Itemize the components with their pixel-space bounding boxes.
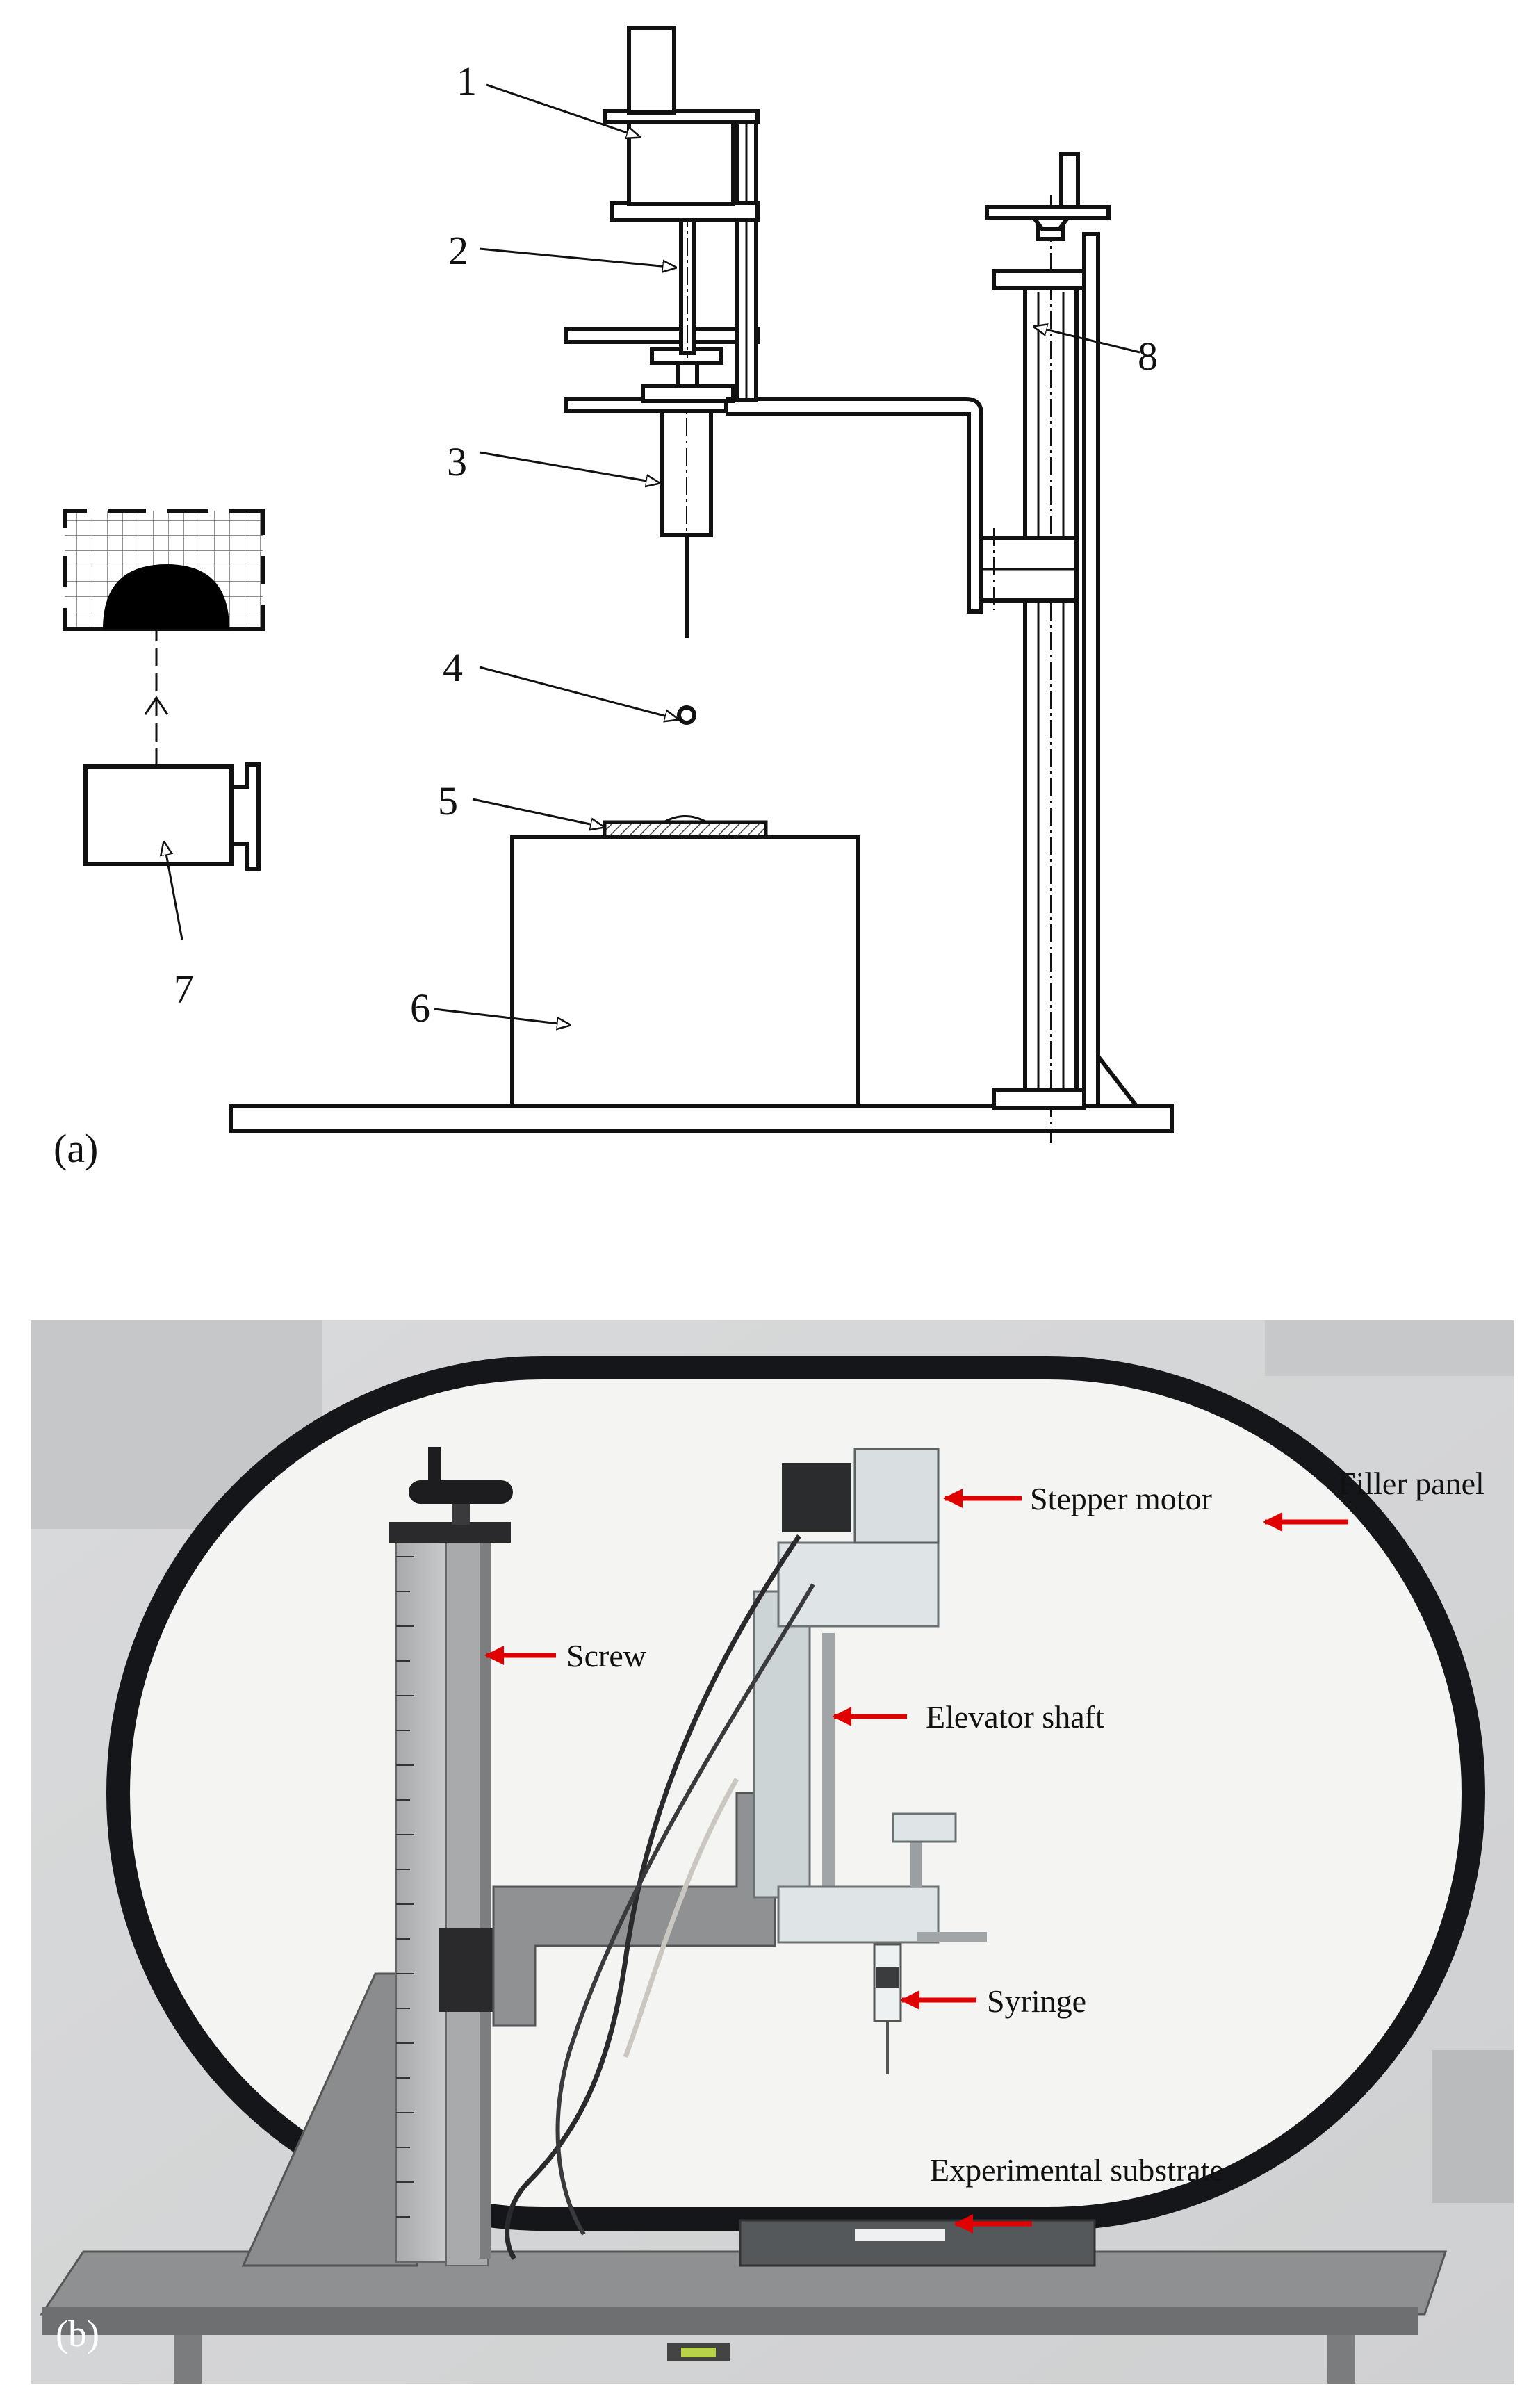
callout-6: 6: [410, 985, 430, 1031]
cable-1: [505, 1534, 801, 2260]
callout-4: 4: [443, 645, 463, 690]
motor-cap: [627, 26, 676, 115]
base-plate: [229, 1104, 1174, 1133]
handwheel: [409, 1480, 513, 1504]
callout-2: 2: [448, 228, 468, 273]
side-pin: [917, 1932, 987, 1942]
carriage-plate: [753, 1590, 811, 1899]
handwheel-stem: [452, 1504, 470, 1525]
label-filler-panel: Filler panel: [1338, 1466, 1484, 1501]
screw-rod: [480, 1529, 491, 2259]
callout-8: 8: [1138, 334, 1158, 379]
camera-lens: [229, 762, 261, 871]
cable-3: [623, 1778, 739, 2058]
middle-plate: [564, 327, 760, 344]
handwheel-handle: [428, 1447, 441, 1483]
panel-a-schematic: 1 2 3 4 5 6 7 8 (a): [54, 26, 1174, 1171]
table-leg-left: [174, 2335, 202, 2384]
droplet-profile: [103, 564, 229, 629]
part-1-motor-body: [627, 118, 735, 206]
substrate-slide: [855, 2229, 945, 2241]
column-top-block: [992, 269, 1086, 290]
substrate-block: [739, 2219, 1096, 2267]
column-outer: [1023, 269, 1079, 1108]
motor-mount: [777, 1541, 940, 1628]
label-screw: Screw: [566, 1638, 647, 1673]
callout-1: 1: [457, 58, 477, 104]
handwheel-boss: [1030, 216, 1072, 231]
elevator-shaft-rod: [822, 1633, 835, 1897]
stepper-motor-core: [782, 1463, 851, 1532]
label-experimental-substrate: Experimental substrate: [930, 2152, 1224, 2188]
lower-plate: [777, 1885, 940, 1944]
callout-5: 5: [438, 778, 458, 824]
callout-3: 3: [447, 439, 467, 484]
handwheel-knob: [1059, 152, 1080, 209]
column-top-cap: [389, 1522, 511, 1543]
panel-b-photo: Stepper motor Filler panel Screw Elevato…: [31, 1320, 1514, 2384]
horizontal-arm: [726, 397, 983, 614]
camera-axis-arrow: [144, 696, 169, 715]
part-6-box: [510, 835, 860, 1108]
syringe-label: [876, 1967, 899, 1988]
bubble-level-vial: [681, 2348, 716, 2357]
rear-post: [1082, 232, 1100, 1108]
column-foot-block: [992, 1088, 1086, 1110]
callout-7: 7: [174, 967, 194, 1012]
plunger-neck: [676, 361, 699, 388]
droplet-on-substrate: [663, 815, 707, 824]
table-leg-right: [1327, 2335, 1355, 2384]
label-syringe: Syringe: [987, 1983, 1086, 2019]
leader-lines: [164, 83, 1140, 1025]
label-elevator-shaft: Elevator shaft: [926, 1699, 1104, 1735]
part-5-substrate: [603, 820, 768, 839]
right-cabinet: [1432, 2050, 1514, 2203]
gusset: [1096, 1050, 1141, 1108]
ruler: [395, 1525, 447, 2263]
stepper-motor-body: [853, 1448, 940, 1544]
ruler-ticks: [396, 1556, 414, 2218]
captured-image: [63, 509, 265, 631]
table-front-edge: [42, 2307, 1418, 2335]
column-clamp: [439, 1928, 495, 2012]
part-4-droplet: [677, 705, 696, 725]
image-frame: [63, 509, 265, 631]
wall-panel-right: [1265, 1320, 1514, 1376]
panel-b-label: (b): [56, 2313, 99, 2354]
part-7-camera-body: [83, 764, 234, 866]
panel-a-label: (a): [54, 1126, 98, 1171]
side-bracket: [892, 1812, 957, 1843]
label-stepper-motor: Stepper motor: [1030, 1481, 1212, 1516]
cable-2: [555, 1583, 815, 2236]
